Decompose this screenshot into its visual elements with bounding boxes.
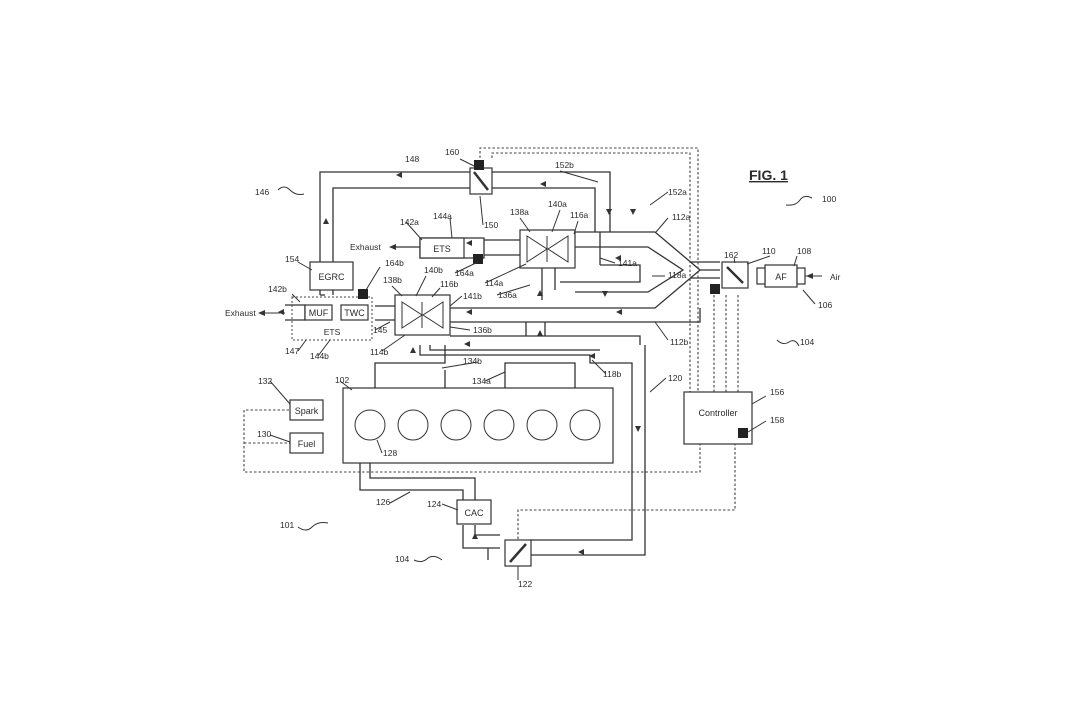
coolant-valve-122: [504, 539, 532, 567]
ref-118b: 118b: [603, 369, 622, 379]
reference-numerals: 100 101 102 104 104 106 108 110 112a 112…: [255, 147, 836, 589]
ref-101: 101: [280, 520, 294, 530]
ref-144b: 144b: [310, 351, 329, 361]
ref-141a: 141a: [618, 258, 637, 268]
ref-142b: 142b: [268, 284, 287, 294]
ref-144a: 144a: [433, 211, 452, 221]
ref-114a: 114a: [485, 278, 504, 288]
ref-126: 126: [376, 497, 390, 507]
exhaust-top-label: Exhaust: [350, 242, 381, 252]
ref-112a: 112a: [672, 212, 691, 222]
figure-title: FIG. 1: [749, 167, 788, 183]
ref-152b: 152b: [555, 160, 574, 170]
ref-158: 158: [770, 415, 784, 425]
ref-114b: 114b: [370, 347, 389, 357]
egr-cooler-block: EGRC: [309, 261, 354, 291]
ref-148: 148: [405, 154, 419, 164]
ref-150: 150: [484, 220, 498, 230]
air-filter-block: AF: [756, 264, 806, 288]
ref-100: 100: [822, 194, 836, 204]
ref-106: 106: [818, 300, 832, 310]
ref-102: 102: [335, 375, 349, 385]
ref-138b: 138b: [383, 275, 402, 285]
throttle-valve-110: [710, 261, 749, 294]
ref-146: 146: [255, 187, 269, 197]
charge-air-return-pipes: [359, 420, 646, 560]
ref-145: 145: [373, 325, 387, 335]
exhaust-manifold-pipes: [374, 345, 646, 420]
ref-140b: 140b: [424, 265, 443, 275]
ref-104-bottom: 104: [395, 554, 409, 564]
turbocharger-top: [519, 229, 576, 269]
spark-label: Spark: [295, 406, 319, 416]
ref-147: 147: [285, 346, 299, 356]
ets-top-label: ETS: [433, 244, 451, 254]
ref-154: 154: [285, 254, 299, 264]
ref-136b: 136b: [473, 325, 492, 335]
ref-134b: 134b: [463, 356, 482, 366]
ref-141b: 141b: [463, 291, 482, 301]
ets-bottom-label: ETS: [324, 327, 341, 337]
egr-loop-pipes: [319, 171, 611, 296]
exhaust-left-label: Exhaust: [225, 308, 256, 318]
spark-block: Spark: [289, 399, 324, 421]
ref-140a: 140a: [548, 199, 567, 209]
af-label: AF: [775, 272, 787, 282]
ref-128: 128: [383, 448, 397, 458]
leader-ticks: [269, 158, 816, 580]
intake-manifold-pipes: [560, 231, 720, 309]
ets-top-block: ETS: [419, 237, 465, 259]
controller-block: Controller: [683, 391, 753, 445]
ref-104-right: 104: [800, 337, 814, 347]
aftertreatment-assembly: MUF TWC ETS: [291, 296, 373, 341]
air-label: Air: [830, 272, 841, 282]
leader-lines: [277, 186, 813, 563]
signal-lines: [243, 147, 739, 540]
engine-block: [342, 387, 614, 464]
ref-108: 108: [797, 246, 811, 256]
egrc-label: EGRC: [318, 272, 345, 282]
ref-122: 122: [518, 579, 532, 589]
ref-152a: 152a: [668, 187, 687, 197]
ref-164a: 164a: [455, 268, 474, 278]
ref-110: 110: [762, 246, 776, 256]
twc-label: TWC: [344, 308, 365, 318]
ref-132: 132: [258, 376, 272, 386]
sensors: [358, 254, 483, 299]
ref-160: 160: [445, 147, 459, 157]
ref-156: 156: [770, 387, 784, 397]
ref-116b: 116b: [440, 279, 459, 289]
ref-142a: 142a: [400, 217, 419, 227]
ref-134a: 134a: [472, 376, 491, 386]
ref-164b: 164b: [385, 258, 404, 268]
muf-label: MUF: [309, 308, 329, 318]
controller-label: Controller: [698, 408, 737, 418]
ref-118a: 118a: [668, 270, 687, 280]
bottom-exhaust-line: [285, 304, 395, 321]
ref-112b: 112b: [670, 337, 689, 347]
cac-label: CAC: [464, 508, 484, 518]
flow-arrows: [278, 172, 641, 555]
turbocharger-bottom: [394, 294, 451, 336]
ref-136a: 136a: [498, 290, 517, 300]
egr-valve-160: [469, 160, 493, 195]
ref-124: 124: [427, 499, 441, 509]
ref-116a: 116a: [570, 210, 589, 220]
flow-lines: [258, 244, 822, 316]
ref-130: 130: [257, 429, 271, 439]
cac-block: CAC: [456, 499, 492, 525]
ref-138a: 138a: [510, 207, 529, 217]
ref-120: 120: [668, 373, 682, 383]
fuel-block: Fuel: [289, 432, 324, 454]
turbine-bypass-pipes: [450, 307, 701, 345]
fuel-label: Fuel: [298, 439, 316, 449]
ref-162: 162: [724, 250, 738, 260]
